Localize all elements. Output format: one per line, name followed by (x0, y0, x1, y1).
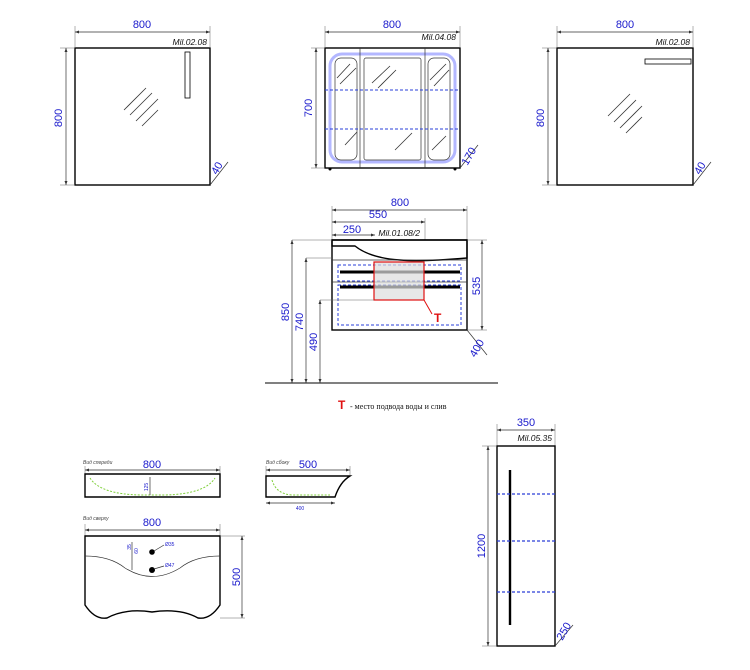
mirror-left-width: 800 (133, 19, 151, 31)
vanity-height-top: 850 (280, 303, 292, 321)
basin-top-d1: 35 (127, 544, 133, 550)
basin-side-label: Вид сбоку (266, 460, 290, 466)
mirror-right-height: 800 (535, 109, 547, 127)
mirror-left-lamp (184, 51, 191, 99)
basin-front-label: Вид спереди (83, 460, 113, 466)
basin-top-dia1: Ø35 (165, 542, 175, 548)
vanity-basin (331, 239, 468, 262)
vanity-depth: 400 (468, 338, 488, 360)
basin-top-width: 800 (143, 517, 161, 529)
mirror-cabinet-backlight (328, 52, 457, 164)
vanity-unit: 800 550 250 Mil.01.08/2 T 535 400 (265, 197, 498, 412)
vanity-model: Mil.01.08/2 (378, 228, 420, 238)
mirror-right-lamp (644, 58, 692, 65)
basin-front-bowl (89, 477, 216, 496)
basin-side-width: 500 (299, 459, 317, 471)
mirror-right-width: 800 (616, 19, 634, 31)
mirror-cabinet-height: 700 (303, 99, 315, 117)
vanity-height-bottom: 490 (308, 333, 320, 351)
mirror-left-model: Mil.02.08 (173, 37, 208, 47)
mirror-right-depth: 40 (692, 160, 709, 177)
tall-cabinet-model: Mil.05.35 (518, 433, 553, 443)
basin-top-outline (84, 535, 221, 619)
basin-top-view: Вид сверху 800 35 60 Ø35 Ø47 500 (83, 516, 245, 619)
tall-cabinet-height: 1200 (476, 534, 488, 558)
basin-top-dia2: Ø47 (165, 563, 175, 569)
vanity-height-mid: 740 (294, 313, 306, 331)
basin-side-outline (265, 475, 353, 498)
vanity-body-height: 535 (471, 277, 483, 295)
basin-top-height: 500 (231, 568, 243, 586)
mirror-left-depth: 40 (209, 160, 226, 177)
mirror-cabinet-depth: 170 (460, 146, 480, 168)
vanity-inner-width: 550 (369, 209, 387, 221)
mirror-right-frame (556, 47, 694, 186)
basin-top-bowl (84, 555, 221, 577)
basin-front-outline (84, 473, 221, 498)
mirror-cabinet-model: Mil.04.08 (422, 32, 457, 42)
water-supply-marker: T (434, 311, 442, 325)
basin-side-bowl (271, 479, 330, 496)
legend-note: - место подвода воды и слив (350, 402, 447, 411)
tall-cabinet-depth: 250 (555, 621, 575, 643)
tall-cabinet-width: 350 (517, 417, 535, 429)
tall-cabinet-frame (496, 445, 556, 647)
vanity-width: 800 (391, 197, 409, 209)
legend-marker: T (338, 398, 346, 412)
basin-front-view: Вид спереди 800 125 (83, 459, 221, 498)
water-supply-zone (373, 261, 425, 301)
mirror-cabinet-frame (324, 47, 461, 169)
mirror-right-model: Mil.02.08 (656, 37, 691, 47)
drain-hole-icon (149, 567, 155, 573)
vanity-basin-offset: 250 (343, 224, 361, 236)
mirror-cabinet-width: 800 (383, 19, 401, 31)
mirror-left-height: 800 (53, 109, 65, 127)
mirror-right: 800 800 Mil.02.08 40 (535, 19, 712, 186)
basin-side-bottom: 400 (296, 506, 305, 512)
vanity-body (331, 239, 468, 331)
mirror-cabinet: 800 700 Mil.04.08 170 (303, 19, 479, 171)
basin-side-view: Вид сбоку 500 400 (265, 459, 353, 512)
basin-top-label: Вид сверху (83, 516, 109, 522)
mirror-left-frame (74, 47, 211, 186)
mirror-cabinet-glare-icon (336, 63, 450, 151)
faucet-hole-icon (149, 549, 155, 555)
basin-top-d2: 60 (134, 548, 140, 554)
basin-front-width: 800 (143, 459, 161, 471)
basin-front-small: 125 (144, 483, 150, 492)
mirror-right-glare-icon (607, 93, 643, 134)
mirror-left-glare-icon (123, 87, 159, 127)
tall-cabinet: 350 Mil.05.35 1200 250 (476, 417, 575, 647)
mirror-left: 800 800 Mil.02.08 40 (53, 19, 229, 186)
mirror-left-depth-line (209, 161, 229, 186)
